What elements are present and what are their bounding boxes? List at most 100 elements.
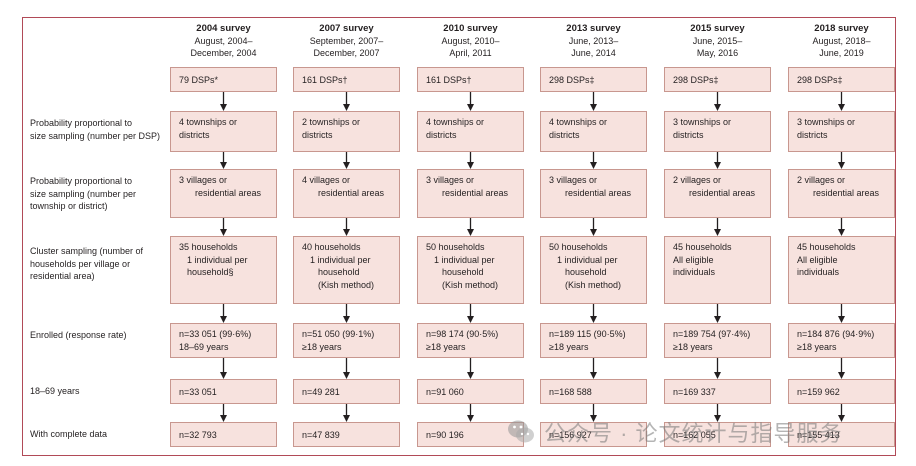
flow-arrow-head bbox=[590, 316, 597, 323]
flow-arrow-head bbox=[838, 104, 845, 111]
box-line: 45 households bbox=[673, 242, 732, 252]
survey-period-end: April, 2011 bbox=[449, 48, 492, 58]
flow-arrow-head bbox=[220, 372, 227, 379]
flow-box-complete: n=162 055 bbox=[664, 422, 771, 447]
box-line: districts bbox=[426, 129, 457, 140]
box-line: 3 townships or bbox=[673, 117, 732, 127]
row-label-line: township or district) bbox=[30, 201, 108, 211]
survey-year: 2018 survey bbox=[814, 23, 869, 34]
box-line: 1 individual per bbox=[557, 254, 618, 265]
box-line: districts bbox=[302, 129, 333, 140]
box-line: n=51 050 (99·1%) bbox=[302, 329, 375, 339]
flow-box-age-18-69: n=49 281 bbox=[293, 379, 400, 404]
flow-arrow-head bbox=[838, 415, 845, 422]
flow-arrow-head bbox=[343, 162, 350, 169]
flow-arrow-head bbox=[590, 162, 597, 169]
box-text: n=33 051 bbox=[179, 387, 217, 397]
box-line: districts bbox=[673, 129, 704, 140]
box-line: residential areas bbox=[195, 187, 262, 198]
survey-year: 2010 survey bbox=[443, 23, 498, 34]
flow-arrow-head bbox=[714, 372, 721, 379]
flow-box-villages: 3 villages or residential areas bbox=[170, 169, 277, 218]
box-line: 50 households bbox=[426, 242, 485, 252]
box-text: 161 DSPs† bbox=[426, 75, 472, 85]
box-text: n=47 839 bbox=[302, 430, 340, 440]
box-text: 298 DSPs‡ bbox=[673, 75, 719, 85]
box-line: residential areas bbox=[318, 187, 385, 198]
box-line: residential areas bbox=[689, 187, 756, 198]
flow-box-age-18-69: n=33 051 bbox=[170, 379, 277, 404]
box-line: n=33 051 (99·6%) bbox=[179, 329, 252, 339]
flow-arrow-head bbox=[220, 162, 227, 169]
box-line: 1 individual per bbox=[434, 254, 495, 265]
box-line: ≥18 years bbox=[673, 341, 713, 352]
flow-box-complete: n=155 413 bbox=[788, 422, 895, 447]
flow-arrow-head bbox=[343, 229, 350, 236]
box-line: 1 individual per bbox=[187, 254, 248, 265]
survey-year: 2004 survey bbox=[196, 23, 251, 34]
flow-arrow-head bbox=[343, 372, 350, 379]
row-label-complete: With complete data bbox=[30, 429, 108, 439]
box-text: 161 DSPs† bbox=[302, 75, 348, 85]
box-line: 3 villages or bbox=[426, 175, 475, 185]
box-text: n=162 055 bbox=[673, 430, 716, 440]
box-line: individuals bbox=[673, 267, 716, 277]
box-line: n=184 876 (94·9%) bbox=[797, 329, 875, 339]
box-text: 298 DSPs‡ bbox=[797, 75, 843, 85]
box-text: n=159 962 bbox=[797, 387, 840, 397]
flow-arrow-head bbox=[838, 316, 845, 323]
box-line: household bbox=[565, 267, 607, 277]
flow-arrow-head bbox=[467, 415, 474, 422]
flow-arrow-head bbox=[467, 372, 474, 379]
flow-box-complete: n=90 196 bbox=[417, 422, 524, 447]
survey-period-end: June, 2019 bbox=[819, 48, 864, 58]
flow-box-complete: n=47 839 bbox=[293, 422, 400, 447]
survey-period-start: August, 2004– bbox=[194, 36, 253, 46]
box-line: 4 townships or bbox=[549, 117, 608, 127]
flow-arrow-head bbox=[220, 229, 227, 236]
survey-year: 2015 survey bbox=[690, 23, 745, 34]
box-line: (Kish method) bbox=[318, 279, 375, 290]
box-line: districts bbox=[179, 129, 210, 140]
box-line: 4 townships or bbox=[179, 117, 238, 127]
flow-arrow-head bbox=[467, 104, 474, 111]
survey-period-start: June, 2015– bbox=[692, 36, 743, 46]
box-line: household bbox=[442, 267, 484, 277]
flow-arrow-head bbox=[714, 229, 721, 236]
box-text: n=156 927 bbox=[549, 430, 592, 440]
box-line: residential areas bbox=[442, 187, 509, 198]
watermark: 公众号 · 论文统计与指导服务 bbox=[506, 414, 896, 450]
box-text: n=91 060 bbox=[426, 387, 464, 397]
box-line: 2 villages or bbox=[673, 175, 722, 185]
box-line: individuals bbox=[797, 267, 840, 277]
flow-box-age-18-69: n=169 337 bbox=[664, 379, 771, 404]
flow-box-enrolled: n=51 050 (99·1%)≥18 years bbox=[293, 323, 400, 358]
flow-arrow-head bbox=[467, 162, 474, 169]
flow-arrow-head bbox=[714, 316, 721, 323]
box-line: (Kish method) bbox=[565, 279, 622, 290]
flow-arrow-head bbox=[838, 372, 845, 379]
box-line: ≥18 years bbox=[426, 341, 466, 352]
row-label-age-18-69: 18–69 years bbox=[30, 386, 80, 396]
box-line: 40 households bbox=[302, 242, 361, 252]
flow-arrow-head bbox=[714, 162, 721, 169]
box-line: 3 villages or bbox=[179, 175, 228, 185]
flow-arrow-head bbox=[220, 104, 227, 111]
survey-period-end: May, 2016 bbox=[696, 48, 739, 58]
watermark-text: 公众号 · 论文统计与指导服务 bbox=[544, 421, 843, 446]
survey-year: 2007 survey bbox=[319, 23, 374, 34]
